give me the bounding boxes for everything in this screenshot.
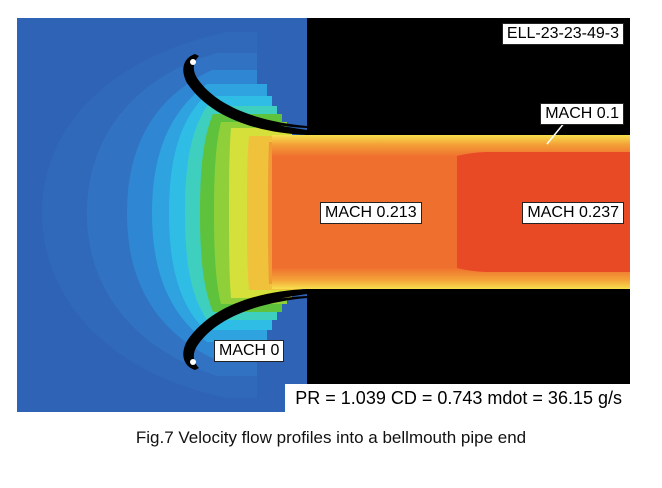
lip-top-tip [190,59,196,65]
mach-wall-leader-line [546,121,566,145]
bellmouth-lip-bottom-inner [183,289,307,370]
figure-caption: Fig.7 Velocity flow profiles into a bell… [135,428,527,447]
velocity-contour-plot [17,18,630,412]
lip-bottom-tip [190,359,196,365]
cfd-velocity-contour-figure: ELL-23-23-49-3 MACH 0.1 MACH 0.213 MACH … [17,18,630,412]
bellmouth-lip-top-inner [183,54,307,135]
flow-parameters-label: PR = 1.039 CD = 0.743 mdot = 36.15 g/s [285,384,630,412]
mach-throat-label: MACH 0.213 [320,202,422,224]
mach-ambient-label: MACH 0 [214,340,285,362]
mach-wall-label: MACH 0.1 [540,103,624,125]
mach-core-label: MACH 0.237 [522,202,624,224]
run-id-label: ELL-23-23-49-3 [501,23,624,45]
